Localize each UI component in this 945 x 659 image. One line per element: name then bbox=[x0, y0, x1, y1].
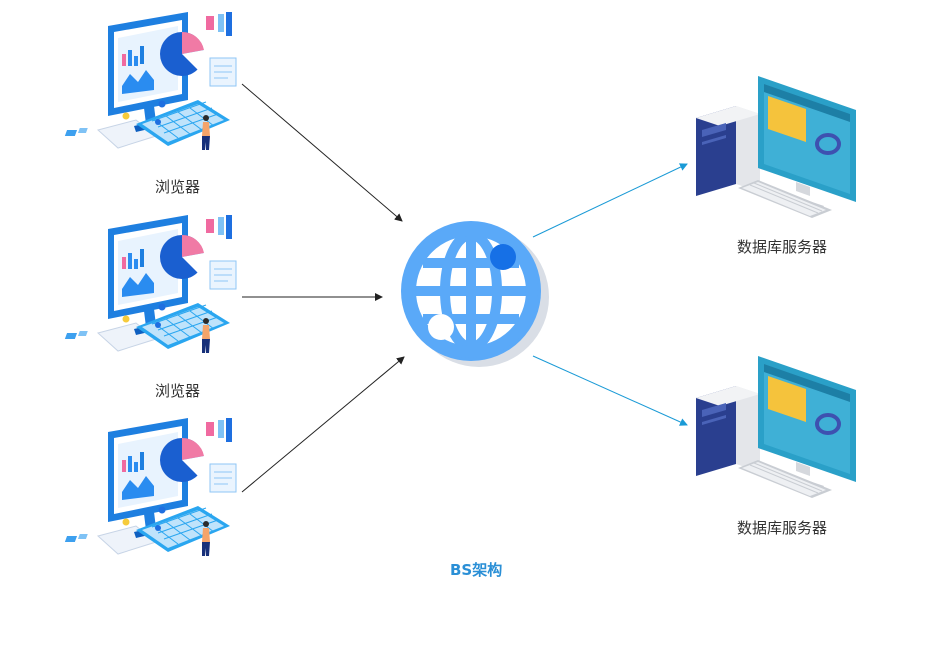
database-server-icon bbox=[694, 354, 858, 500]
browser-workstation-icon bbox=[64, 214, 237, 354]
browser-to-hub-arrow bbox=[241, 83, 403, 222]
globe-icon bbox=[401, 221, 549, 367]
hub-to-server-arrow bbox=[532, 355, 688, 426]
diagram-caption: BS架构 bbox=[450, 561, 503, 579]
browser-workstation-icon bbox=[64, 11, 237, 151]
browser-to-hub-arrow bbox=[241, 356, 405, 493]
browser-workstation-icon bbox=[64, 417, 237, 557]
server-label: 数据库服务器 bbox=[737, 238, 828, 256]
server-label: 数据库服务器 bbox=[737, 519, 828, 537]
browser-label: 浏览器 bbox=[155, 178, 201, 196]
database-server-icon bbox=[694, 74, 858, 220]
browser-label: 浏览器 bbox=[155, 382, 201, 400]
hub-to-server-arrow bbox=[532, 163, 688, 238]
